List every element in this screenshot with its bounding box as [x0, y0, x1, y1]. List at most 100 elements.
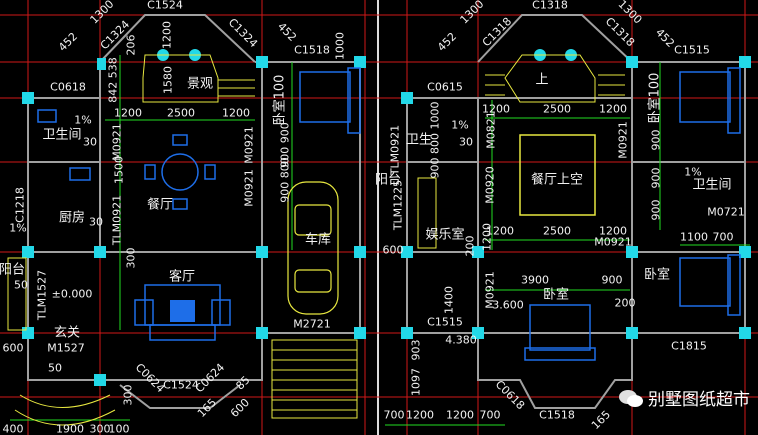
elevation-label: 3.600 [492, 298, 524, 312]
dimension-label: 1200 [480, 223, 494, 251]
dimension-label: 700 [383, 408, 405, 422]
dimension-label: 1097 [409, 368, 423, 396]
furniture [37, 67, 741, 361]
slope-label: 1% [451, 118, 469, 132]
door-code: M0920 [483, 166, 497, 204]
dimension-label: 2500 [543, 224, 571, 238]
door-code: M0721 [707, 205, 745, 219]
room-label: 景观 [186, 76, 214, 92]
dimension-label: 300 [89, 422, 111, 435]
dimension-label: 900 800 [278, 157, 292, 203]
door-code: M0821 [484, 111, 498, 149]
window-code: C1518 [539, 408, 575, 422]
dimension-label: 1200 [160, 21, 174, 49]
window-code: C0618 [50, 80, 86, 94]
dimension-label: 30 [89, 215, 103, 229]
room-label: 卧室 [643, 267, 671, 283]
dimension-label: 50 [48, 361, 62, 375]
door-code: M2721 [293, 317, 331, 331]
dimension-label: 50 [14, 278, 28, 292]
slope-label: 1% [684, 165, 702, 179]
window-code: C1815 [671, 339, 707, 353]
room-label: 厨房 [58, 210, 86, 226]
dimension-label: 300 [121, 384, 135, 406]
door-code: M0921 [242, 126, 256, 164]
dimension-label: 1400 [442, 286, 456, 314]
dimension-label: 700 [712, 230, 734, 244]
bed-icon [529, 304, 591, 351]
dimension-label: 1900 [56, 422, 84, 435]
dimension-label: 1100 [680, 230, 708, 244]
door-code: M0921 [594, 235, 632, 249]
bed-icon [299, 71, 351, 123]
dimension-label: 1200 [599, 224, 627, 238]
slope-label: 1% [74, 113, 92, 127]
dimension-label: 200 [463, 235, 477, 257]
dimension-label: 900 800 1000 [428, 101, 442, 179]
door-code: TLM0921 [388, 124, 402, 176]
dimension-label: 900 [649, 129, 663, 151]
door-code: M0921 [616, 121, 630, 159]
dimension-label: 900 [649, 167, 663, 189]
window-icon [170, 300, 195, 322]
dimension-label: 900 [601, 273, 623, 287]
dimension-label: 600 [382, 243, 404, 257]
room-label: 卧室100 [272, 74, 288, 126]
room-label: 卫生 [405, 132, 433, 148]
columns [22, 49, 751, 386]
dimension-label: 1000 [333, 32, 347, 60]
dimension-label: 700 [479, 408, 501, 422]
dimension-label: 1200 [406, 408, 434, 422]
dimension-label: 1200 [114, 106, 142, 120]
room-label: 餐厅上空 [530, 172, 584, 188]
dimension-label: 1200 [222, 106, 250, 120]
window-code: C1515 [427, 315, 463, 329]
room-label: 阳台 [374, 172, 402, 188]
door-code: M0921 [242, 169, 256, 207]
wechat-icon [618, 388, 644, 408]
window-code: C0615 [427, 80, 463, 94]
window-code: C1518 [294, 43, 330, 57]
stairs [7, 54, 625, 426]
door-code: TLM1225 [391, 179, 405, 231]
room-label: 餐厅 [146, 197, 174, 213]
room-label: 阳台 [0, 262, 26, 278]
dimension-label: 842 538 [106, 57, 120, 103]
dimension-label: 30 [83, 135, 97, 149]
dimension-label: 1200 [486, 224, 514, 238]
window-code: C1524 [147, 0, 183, 12]
room-label: 娱乐室 [425, 227, 465, 243]
window-code: C1218 [13, 187, 27, 223]
elevation-label: 4.380 [445, 333, 477, 347]
room-label: 卫生间 [692, 177, 732, 193]
dimension-label: 400 [2, 422, 24, 435]
dimension-label: 600 [2, 341, 24, 355]
dimension-label: 200 [614, 296, 636, 310]
room-label: 卧室 [542, 287, 570, 303]
bed-icon [679, 71, 731, 123]
dimension-label: 2500 [167, 106, 195, 120]
room-label: 客厅 [168, 269, 196, 285]
dimension-label: 903 [409, 339, 423, 361]
dimension-label: 30 [459, 135, 473, 149]
dimension-label: 1200 [446, 408, 474, 422]
bed-icon [679, 257, 731, 307]
dimension-lines [10, 55, 750, 426]
dining-table-icon [161, 153, 199, 191]
toilet-icon [37, 109, 57, 123]
dimension-label: 1500 [112, 156, 126, 184]
stair-direction-label: 上 [535, 72, 549, 88]
dimension-label: 1200 [482, 102, 510, 116]
watermark: 别墅图纸超市 [618, 385, 750, 410]
door-code: M1527 [47, 341, 85, 355]
walls [27, 14, 746, 409]
watermark-text: 别墅图纸超市 [648, 390, 750, 410]
room-label: 卫生间 [42, 127, 82, 143]
dimension-label: 206 [124, 34, 138, 56]
elevation-label: ±0.000 [51, 287, 93, 301]
dimension-label: 300 [124, 247, 138, 269]
window-code: C1318 [532, 0, 568, 12]
dimension-label: 1580 [161, 66, 175, 94]
